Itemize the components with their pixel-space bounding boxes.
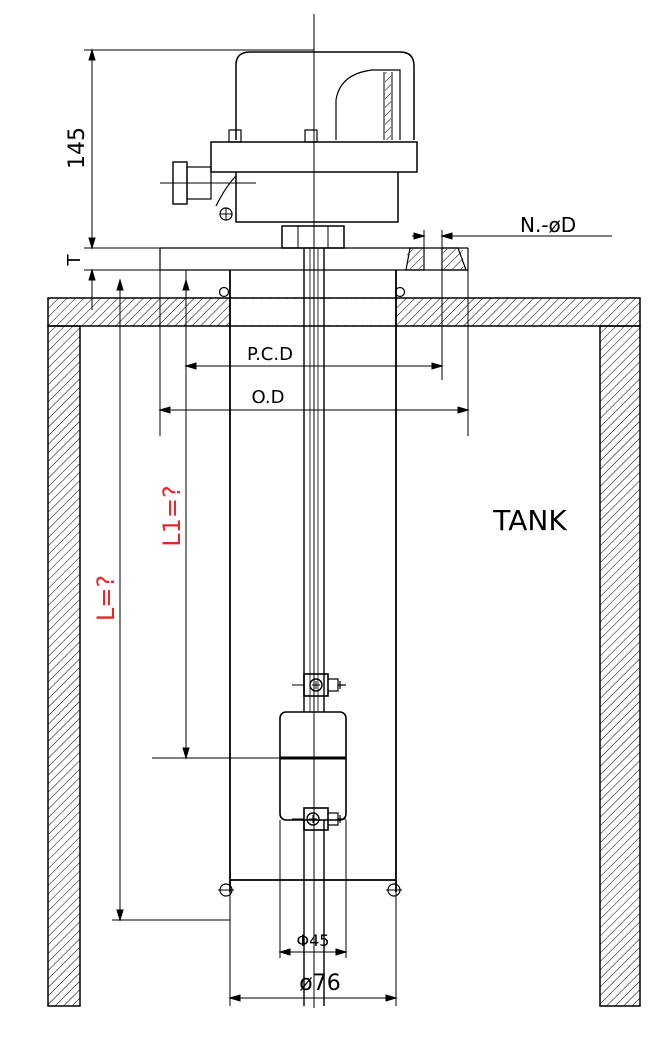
tank-left-wall (47, 325, 81, 1007)
tank-label: TANK (492, 504, 567, 537)
dimension-lines (84, 48, 612, 1006)
mounting-flange (159, 230, 469, 271)
lower-stopper (292, 807, 346, 831)
junction-box (160, 51, 418, 249)
stem (303, 248, 325, 1006)
tank-right-wall (599, 325, 641, 1007)
guard-cage (218, 270, 406, 897)
thickness-label: T (64, 254, 85, 267)
pcd-label: P.C.D (247, 344, 293, 365)
l1-label: L1=? (158, 485, 186, 547)
upper-stopper (292, 673, 346, 697)
tank-wall (47, 297, 641, 1007)
float (279, 711, 347, 821)
od-label: O.D (251, 387, 284, 408)
bolt-holes-label: N.-øD (520, 213, 576, 237)
height-label: 145 (65, 127, 90, 169)
l-label: L=? (92, 575, 120, 621)
d76-label: ø76 (299, 971, 340, 996)
d45-label: Φ45 (297, 931, 330, 950)
